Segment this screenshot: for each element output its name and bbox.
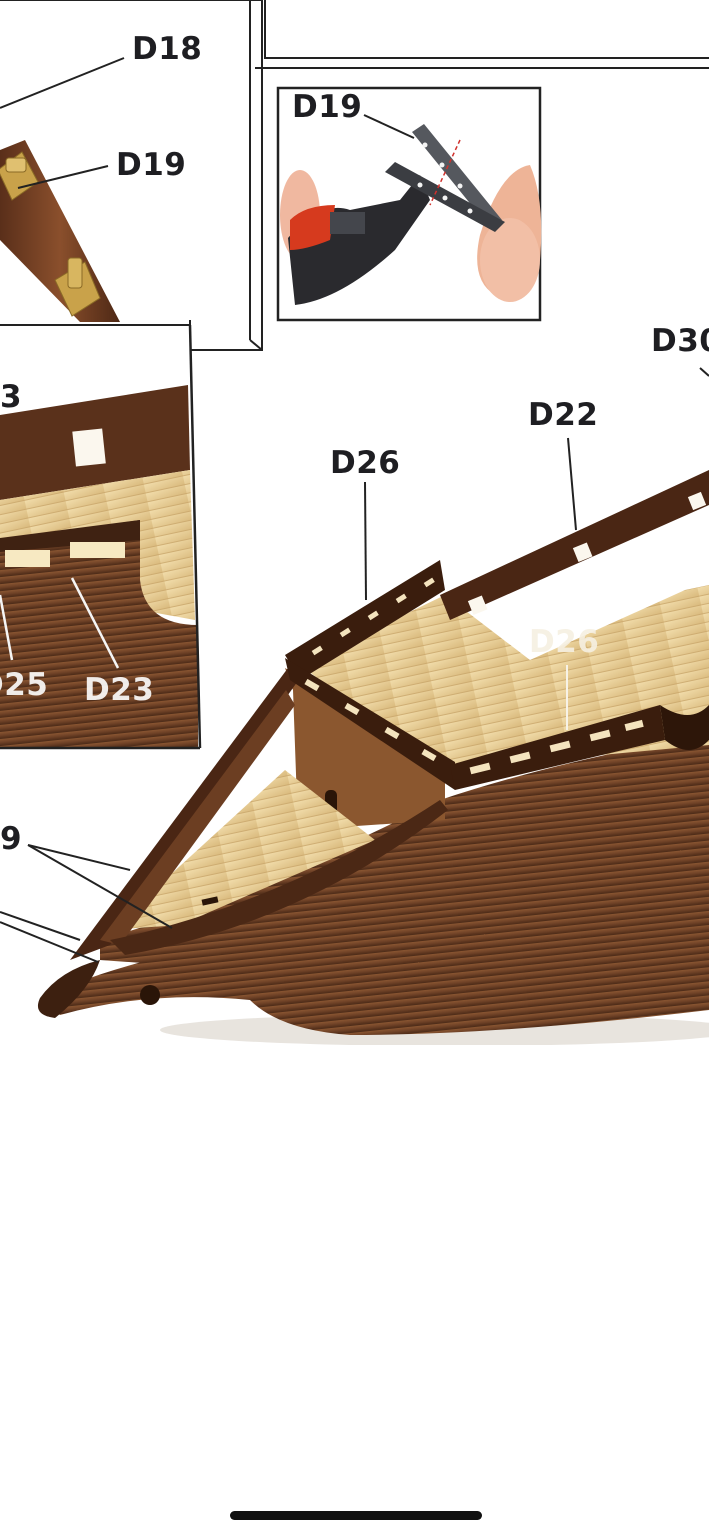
label-d25: D25 — [0, 667, 49, 703]
label-d26-left: D26 — [330, 445, 401, 481]
label-d18: D18 — [132, 31, 203, 67]
inset-deck-interior — [0, 320, 202, 750]
label-d30: D30 — [651, 323, 709, 359]
inset-pliers-detail — [276, 86, 542, 322]
ship-assembly-illustration — [0, 0, 709, 1045]
label-d19-mast: D19 — [116, 147, 187, 183]
label-d19-pliers: D19 — [292, 89, 363, 125]
instruction-photo: D18 D19 D19 D30 3 D22 D26 D26 D25 D23 9 — [0, 0, 709, 1045]
label-d22: D22 — [528, 397, 599, 433]
inset-top-right-partial — [255, 0, 709, 69]
label-d26-white: D26 — [529, 624, 600, 660]
label-partial-3: 3 — [0, 379, 23, 415]
label-d23: D23 — [84, 672, 155, 708]
label-partial-9: 9 — [0, 821, 23, 857]
home-indicator[interactable] — [230, 1511, 482, 1520]
ship-hull — [0, 367, 709, 1045]
inset-mast-detail — [0, 0, 263, 351]
